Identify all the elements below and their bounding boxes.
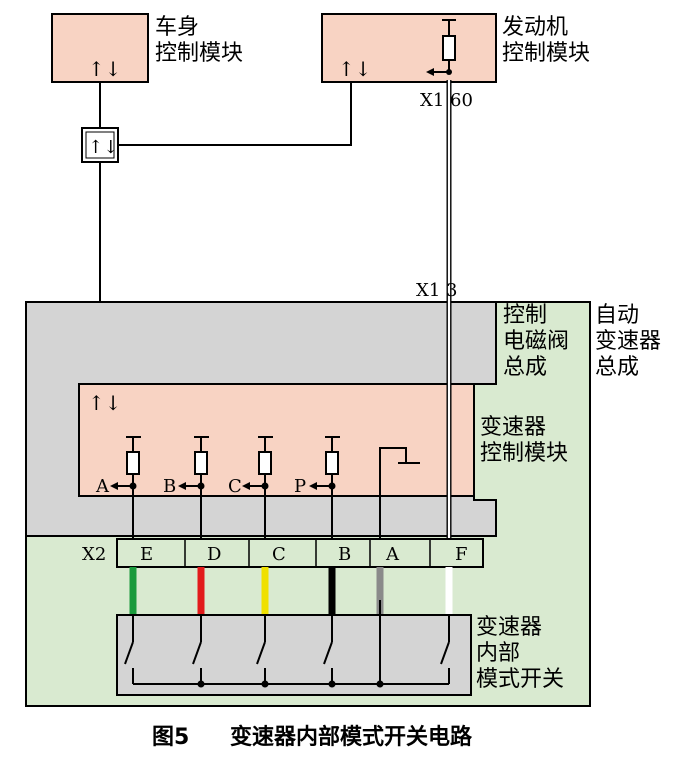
connector-x1-3: X1 3 [416, 280, 457, 301]
ecm-label-1: 发动机 [502, 15, 568, 40]
bcm-bus-symbol: ↑↓ [88, 57, 122, 81]
x2-pin-c: C [272, 544, 286, 565]
x2-pin-b: B [338, 544, 351, 565]
solenoid-label-3: 总成 [503, 355, 547, 380]
tcm-input-p-label: P [294, 476, 306, 497]
connector-x2-block [116, 538, 484, 568]
tcm-input-c-label: C [228, 476, 242, 497]
solenoid-label-1: 控制 [503, 303, 547, 328]
transmission-label-1: 自动 [595, 303, 639, 328]
junction-bus-symbol: ↑↓ [88, 137, 118, 158]
switch-label-3: 模式开关 [476, 667, 564, 692]
tcm-input-a: A [95, 436, 141, 497]
bcm-label-2: 控制模块 [155, 41, 243, 66]
tcm-label-2: 控制模块 [480, 441, 568, 466]
mode-switch-box [116, 614, 472, 696]
bcm-box [51, 13, 149, 83]
ecm-bus-symbol: ↑↓ [338, 57, 372, 81]
mode-switch-contacts [124, 600, 450, 688]
tcm-bus-symbol: ↑↓ [88, 391, 122, 415]
transmission-label-3: 总成 [595, 355, 639, 380]
x2-pin-f: F [455, 544, 468, 565]
switch-label-2: 内部 [476, 641, 520, 666]
transmission-label-2: 变速器 [595, 329, 661, 354]
solenoid-label-2: 电磁阀 [503, 329, 569, 354]
ecm-label-2: 控制模块 [502, 41, 590, 66]
tcm-input-b-label: B [163, 476, 176, 497]
x2-pin-e: E [140, 544, 153, 565]
tcm-ground [379, 447, 420, 600]
switch-label-1: 变速器 [476, 615, 542, 640]
figure-number: 图5 [152, 725, 189, 750]
connector-x1-60: X1 60 [420, 90, 473, 111]
tcm-input-p: P [294, 436, 340, 497]
tcm-input-c: C [228, 436, 273, 497]
tcm-label-1: 变速器 [480, 415, 546, 440]
ecm-data-wire [118, 82, 352, 146]
ecm-pullup-resistor [426, 19, 456, 76]
ecm-box [321, 13, 497, 83]
connector-x2-label: X2 [82, 544, 106, 565]
tcm-input-b: B [163, 436, 209, 497]
tcm-box [78, 383, 475, 497]
figure-title: 变速器内部模式开关电路 [230, 724, 473, 750]
bcm-label-1: 车身 [155, 15, 199, 40]
x2-pin-d: D [207, 544, 221, 565]
x2-pin-a: A [385, 544, 400, 565]
tcm-input-a-label: A [95, 476, 110, 497]
